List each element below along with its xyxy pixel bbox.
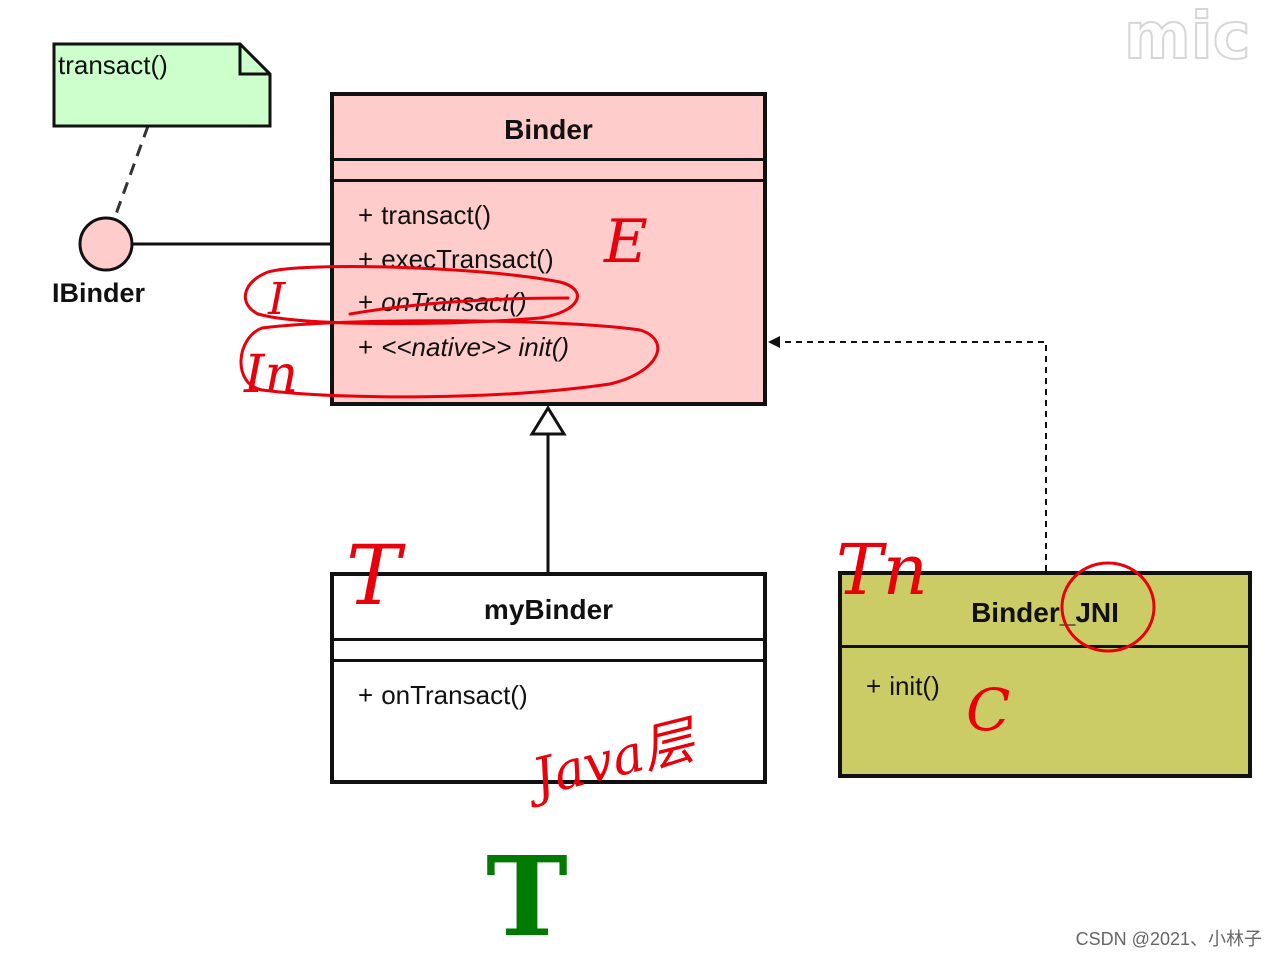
circle-native-init: [239, 319, 660, 399]
hw-T: T: [346, 529, 406, 624]
handwritten-text: E I In T Tn C Java层: [243, 207, 1010, 811]
hw-java-layer: Java层: [518, 709, 705, 810]
class-binder-jni-divider: [842, 645, 1248, 648]
circle-jni: [1060, 561, 1156, 653]
binder-method-native-init: +<<native>> init(): [358, 332, 570, 362]
class-binder-name: Binder: [504, 114, 593, 145]
mybinder-method-ontransact: +onTransact(): [358, 680, 528, 710]
class-mybinder-divider-2: [334, 659, 763, 662]
note-fold: [238, 44, 270, 76]
class-mybinder-name: myBinder: [483, 594, 614, 625]
interface-label: IBinder: [52, 278, 146, 308]
note-text: transact(): [58, 50, 168, 80]
dependency-arrowhead-icon: [768, 336, 780, 348]
hw-In-left: In: [243, 345, 298, 405]
svg-text:mic: mic: [1124, 2, 1251, 68]
interface-circle-icon: [78, 216, 134, 272]
hw-C: C: [966, 676, 1010, 744]
class-binder-divider-1: [334, 158, 763, 161]
class-binder-jni-name: Binder_JNI: [971, 597, 1119, 628]
hw-I: I: [267, 274, 287, 325]
inheritance-arrowhead-icon: [529, 405, 567, 436]
class-binder: Binder +transact() +execTransact() +onTr…: [330, 92, 767, 406]
footer-credit: CSDN @2021、小林子: [1075, 929, 1262, 949]
note-body: [52, 42, 272, 128]
binder-method-transact: +transact(): [358, 200, 491, 230]
note-shape: [52, 42, 272, 128]
class-mybinder-divider-1: [334, 638, 763, 641]
dependency-line: [774, 341, 1047, 571]
hw-Tn: Tn: [836, 529, 928, 611]
strike-ontransact: [348, 296, 570, 316]
annotation-ink: [239, 265, 1156, 653]
class-binder-divider-2: [334, 179, 763, 182]
big-green-letter: T: [486, 832, 568, 961]
circle-ontransact: [243, 265, 579, 326]
class-mybinder: myBinder +onTransact(): [330, 572, 767, 784]
watermark-logo: mic: [1123, 2, 1252, 68]
binderjni-method-init: +init(): [866, 671, 940, 701]
note-anchor-line: [114, 125, 150, 215]
hw-E: E: [603, 207, 648, 277]
class-binder-jni: Binder_JNI +init(): [838, 571, 1252, 778]
